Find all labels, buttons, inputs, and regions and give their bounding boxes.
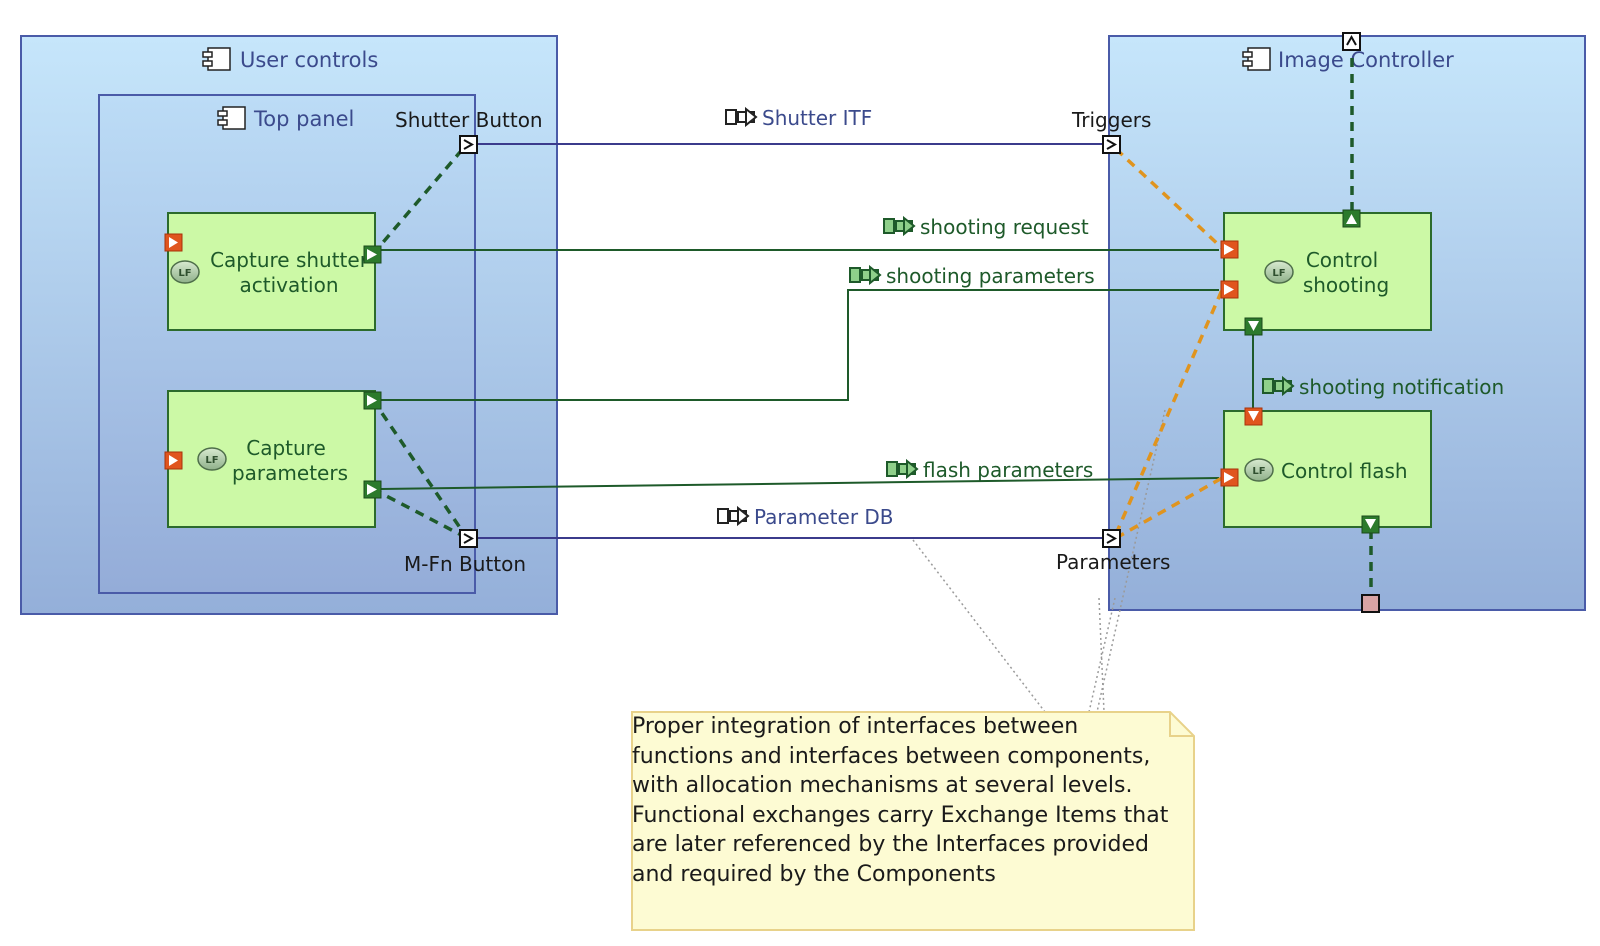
- lf-badge-icon: LF: [1264, 260, 1294, 284]
- lf-badge-icon: LF: [1244, 458, 1274, 482]
- svg-text:Shutter ITF: Shutter ITF: [762, 106, 872, 130]
- shooting-parameters-line: [377, 289, 1219, 401]
- port-label-parameters: Parameters: [1056, 550, 1170, 574]
- function-input-port-icon[interactable]: [1220, 240, 1239, 259]
- exchange-label-shooting-notification[interactable]: shooting notification: [1262, 375, 1504, 399]
- port-label-mfn-button: M-Fn Button: [404, 552, 526, 576]
- port-label-shutter-button: Shutter Button: [395, 108, 543, 132]
- allocation-links-green: [371, 42, 1373, 598]
- note-line: and required by the Components: [632, 861, 996, 887]
- component-port-parameters[interactable]: [1102, 529, 1121, 548]
- function-input-port-icon[interactable]: [1220, 468, 1239, 487]
- flash-parameters-line: [376, 477, 1220, 490]
- function-output-port-icon[interactable]: [363, 391, 382, 410]
- function-control-flash[interactable]: LF Control flash: [1223, 410, 1432, 528]
- allocation-links-orange: [1114, 147, 1224, 540]
- function-output-port-icon[interactable]: [1361, 515, 1380, 534]
- function-capture-parameters[interactable]: LF Capture parameters: [167, 390, 376, 528]
- functional-exchanges: [376, 249, 1254, 490]
- exchange-item-icon: [849, 264, 882, 286]
- top-panel-label: Top panel: [253, 107, 354, 131]
- svg-text:shooting request: shooting request: [920, 215, 1089, 239]
- function-output-port-icon[interactable]: [363, 480, 382, 499]
- interface-icon: [717, 505, 750, 527]
- exchange-item-icon: [883, 215, 916, 237]
- component-icon: [202, 47, 231, 71]
- function-input-port-icon[interactable]: [1244, 407, 1263, 426]
- exchange-label-flash-parameters[interactable]: flash parameters: [886, 458, 1093, 482]
- function-input-port-icon[interactable]: [164, 233, 183, 252]
- function-capture-shutter[interactable]: LF Capture shutter activation: [167, 212, 376, 331]
- function-label-line1: Capture: [246, 436, 326, 460]
- exchange-label-parameter-db[interactable]: Parameter DB: [717, 505, 894, 529]
- component-icon: [1242, 47, 1271, 71]
- user-controls-label: User controls: [240, 48, 378, 72]
- function-control-shooting[interactable]: LF Control shooting: [1223, 212, 1432, 331]
- exchange-item-icon: [1262, 375, 1295, 397]
- function-input-port-icon[interactable]: [164, 451, 183, 470]
- svg-text:shooting notification: shooting notification: [1299, 375, 1504, 399]
- function-label-line1: Control: [1306, 248, 1378, 272]
- image-controller-label: Image Controller: [1278, 48, 1454, 72]
- function-label-line2: shooting: [1303, 273, 1389, 297]
- component-icon: [217, 106, 246, 130]
- svg-text:LF: LF: [205, 455, 218, 466]
- svg-text:flash parameters: flash parameters: [923, 458, 1093, 482]
- port-label-triggers: Triggers: [1071, 108, 1151, 132]
- exchange-label-shutter-itf[interactable]: Shutter ITF: [725, 106, 872, 130]
- note-line: with allocation mechanisms at several le…: [632, 773, 1133, 798]
- svg-text:shooting parameters: shooting parameters: [886, 264, 1095, 288]
- note-line: Functional exchanges carry Exchange Item…: [632, 802, 1169, 828]
- function-output-port-icon[interactable]: [1342, 209, 1361, 228]
- exchange-item-icon: [886, 458, 919, 480]
- svg-text:Parameter DB: Parameter DB: [754, 505, 894, 529]
- interface-icon: [725, 106, 758, 128]
- component-port-top[interactable]: [1342, 32, 1361, 51]
- component-port-mfn-button[interactable]: [459, 529, 478, 548]
- function-input-port-icon[interactable]: [1220, 280, 1239, 299]
- component-port-shutter-button[interactable]: [459, 135, 478, 154]
- svg-text:LF: LF: [178, 268, 191, 279]
- exchange-label-shooting-parameters[interactable]: shooting parameters: [849, 264, 1095, 288]
- note-shape: [631, 711, 1195, 931]
- note-text: Proper integration of interfaces between…: [632, 712, 1172, 889]
- note-line: are later referenced by the Interfaces p…: [632, 832, 1149, 857]
- component-exchanges: [477, 143, 1103, 539]
- exchange-label-shooting-request[interactable]: shooting request: [883, 215, 1089, 239]
- function-label-line1: Capture shutter: [210, 248, 369, 272]
- lf-badge-icon: LF: [170, 260, 200, 284]
- lf-badge-icon: LF: [197, 447, 227, 471]
- function-output-port-icon[interactable]: [1244, 317, 1263, 336]
- svg-text:LF: LF: [1252, 466, 1265, 477]
- note-line: functions and interfaces between compone…: [632, 743, 1151, 769]
- function-output-port-icon[interactable]: [363, 245, 382, 264]
- function-label: Control flash: [1281, 459, 1408, 483]
- note-line: Proper integration of interfaces between: [632, 714, 1079, 739]
- component-port-bottom[interactable]: [1361, 594, 1380, 613]
- function-label-line2: parameters: [232, 461, 348, 485]
- function-label-line2: activation: [239, 273, 338, 297]
- svg-text:LF: LF: [1272, 268, 1285, 279]
- component-port-triggers[interactable]: [1102, 135, 1121, 154]
- note-connectors: [912, 409, 1166, 713]
